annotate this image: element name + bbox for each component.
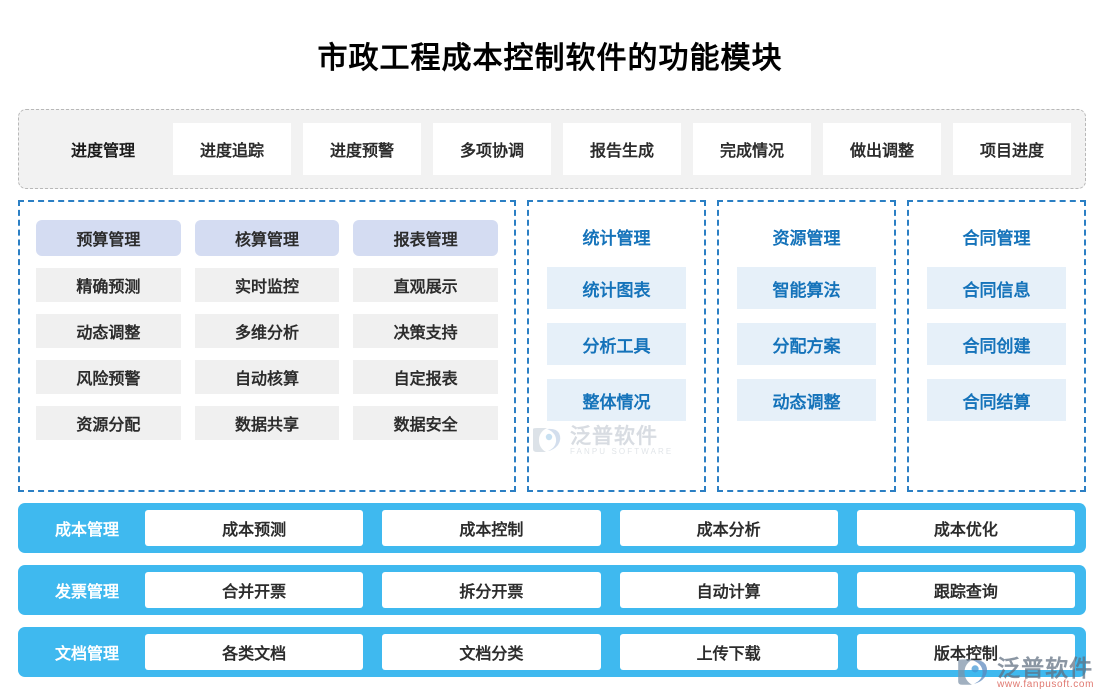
bar-items: 成本预测 成本控制 成本分析 成本优化	[145, 510, 1075, 546]
bar-item-chip[interactable]: 自动计算	[619, 572, 838, 608]
panel-title: 统计管理	[582, 229, 651, 248]
column-item-chip[interactable]: 决策支持	[353, 314, 499, 348]
bar-label: 文档管理	[54, 646, 119, 663]
progress-strip-items: 进度追踪 进度预警 多项协调 报告生成 完成情况 做出调整 项目进度	[173, 123, 1071, 175]
bar-item-chip[interactable]: 成本控制	[382, 510, 601, 546]
progress-chip[interactable]: 多项协调	[433, 123, 551, 175]
progress-chip[interactable]: 完成情况	[693, 123, 811, 175]
bar-item-chip[interactable]: 合并开票	[145, 572, 364, 608]
column-item-chip[interactable]: 风险预警	[36, 360, 181, 394]
column-item-chip[interactable]: 多维分析	[194, 314, 340, 348]
bar-item-chip[interactable]: 跟踪查询	[856, 572, 1075, 608]
column-header-chip[interactable]: 核算管理	[194, 220, 340, 256]
column-item-chip[interactable]: 直观展示	[353, 268, 499, 302]
panel-item-chip[interactable]: 智能算法	[737, 267, 876, 309]
bar-item-chip[interactable]: 拆分开票	[382, 572, 601, 608]
progress-management-strip: 进度管理 进度追踪 进度预警 多项协调 报告生成 完成情况 做出调整 项目进度	[18, 109, 1086, 189]
watermark-url: www.fanpusoft.com	[997, 679, 1094, 691]
column-item-chip[interactable]: 数据安全	[353, 406, 499, 440]
panel-resource-management: 资源管理 智能算法 分配方案 动态调整	[717, 200, 896, 492]
panel-item-chip[interactable]: 动态调整	[737, 379, 876, 421]
column-report-management: 报表管理 直观展示 决策支持 自定报表 数据安全	[353, 220, 499, 472]
bar-item-chip[interactable]: 成本分析	[619, 510, 838, 546]
progress-strip-label: 进度管理	[70, 143, 135, 160]
bar-item-chip[interactable]: 各类文档	[145, 634, 364, 670]
progress-chip[interactable]: 做出调整	[823, 123, 941, 175]
column-header-chip[interactable]: 预算管理	[36, 220, 181, 256]
panel-statistics-management: 统计管理 统计图表 分析工具 整体情况	[527, 200, 706, 492]
column-item-chip[interactable]: 自定报表	[353, 360, 499, 394]
progress-chip[interactable]: 进度预警	[303, 123, 421, 175]
module-panels-row: 预算管理 精确预测 动态调整 风险预警 资源分配 核算管理 实时监控 多维分析 …	[18, 200, 1086, 492]
column-item-chip[interactable]: 实时监控	[194, 268, 340, 302]
column-item-chip[interactable]: 自动核算	[194, 360, 340, 394]
bar-item-chip[interactable]: 成本优化	[856, 510, 1075, 546]
page-title: 市政工程成本控制软件的功能模块	[317, 42, 783, 75]
panel-item-chip[interactable]: 合同信息	[927, 267, 1066, 309]
bar-item-chip[interactable]: 上传下载	[619, 634, 838, 670]
bar-label: 发票管理	[54, 584, 119, 601]
column-item-chip[interactable]: 动态调整	[36, 314, 181, 348]
panel-item-chip[interactable]: 合同结算	[927, 379, 1066, 421]
bar-document-management: 文档管理 各类文档 文档分类 上传下载 版本控制	[18, 627, 1086, 677]
bar-cost-management: 成本管理 成本预测 成本控制 成本分析 成本优化	[18, 503, 1086, 553]
bar-invoice-management: 发票管理 合并开票 拆分开票 自动计算 跟踪查询	[18, 565, 1086, 615]
bar-items: 合并开票 拆分开票 自动计算 跟踪查询	[145, 572, 1075, 608]
panel-item-chip[interactable]: 分析工具	[547, 323, 686, 365]
column-item-chip[interactable]: 精确预测	[36, 268, 181, 302]
bar-item-chip[interactable]: 文档分类	[382, 634, 601, 670]
panel-title: 合同管理	[962, 229, 1031, 248]
panel-item-chip[interactable]: 统计图表	[547, 267, 686, 309]
panel-budget-accounting-report: 预算管理 精确预测 动态调整 风险预警 资源分配 核算管理 实时监控 多维分析 …	[18, 200, 516, 492]
column-header-chip[interactable]: 报表管理	[353, 220, 499, 256]
progress-chip[interactable]: 报告生成	[563, 123, 681, 175]
panel-item-chip[interactable]: 合同创建	[927, 323, 1066, 365]
bar-item-chip[interactable]: 版本控制	[856, 634, 1075, 670]
panel-item-chip[interactable]: 整体情况	[547, 379, 686, 421]
bar-label: 成本管理	[54, 522, 119, 539]
column-item-chip[interactable]: 资源分配	[36, 406, 181, 440]
column-accounting-management: 核算管理 实时监控 多维分析 自动核算 数据共享	[194, 220, 340, 472]
panel-contract-management: 合同管理 合同信息 合同创建 合同结算	[907, 200, 1086, 492]
panel-item-chip[interactable]: 分配方案	[737, 323, 876, 365]
cyan-bars-section: 成本管理 成本预测 成本控制 成本分析 成本优化 发票管理 合并开票 拆分开票 …	[18, 503, 1086, 677]
column-item-chip[interactable]: 数据共享	[194, 406, 340, 440]
bar-items: 各类文档 文档分类 上传下载 版本控制	[145, 634, 1075, 670]
bar-item-chip[interactable]: 成本预测	[145, 510, 364, 546]
progress-chip[interactable]: 项目进度	[953, 123, 1071, 175]
panel-title: 资源管理	[772, 229, 841, 248]
progress-chip[interactable]: 进度追踪	[173, 123, 291, 175]
column-budget-management: 预算管理 精确预测 动态调整 风险预警 资源分配	[36, 220, 181, 472]
